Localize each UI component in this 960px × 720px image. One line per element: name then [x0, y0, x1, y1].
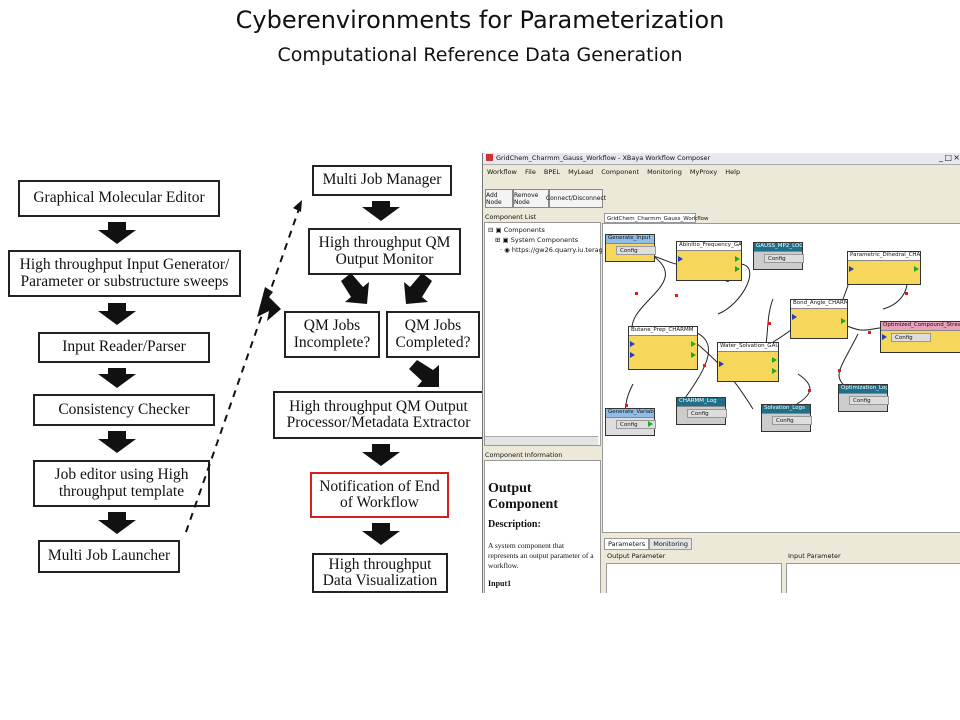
- box-multi-job-manager: Multi Job Manager: [312, 165, 452, 196]
- output-port-icon: [691, 341, 696, 347]
- info-heading: Output Component: [488, 481, 559, 512]
- remove-node-button[interactable]: Remove Node: [513, 189, 549, 208]
- input-parameter-label: Input Parameter: [788, 552, 841, 560]
- menu-component[interactable]: Component: [601, 168, 639, 176]
- node-water-solvation[interactable]: Water_Solvation_GAUSS: [717, 342, 779, 382]
- node-optimized-compound[interactable]: Optimized_Compound_StreamFileConfig: [880, 321, 960, 353]
- arrow-completed-to-processor: [409, 360, 439, 387]
- input-port-icon: [630, 341, 635, 347]
- input-port-icon: [792, 314, 797, 320]
- input-port-icon: [678, 256, 683, 262]
- box-input-reader: Input Reader/Parser: [38, 332, 210, 363]
- tab-monitoring[interactable]: Monitoring: [649, 538, 692, 550]
- menu-myproxy[interactable]: MyProxy: [689, 168, 718, 176]
- arrow-down-6: [362, 201, 400, 221]
- box-output-processor: High throughput QM Output Processor/Meta…: [273, 391, 484, 439]
- arrow-down-8: [362, 523, 400, 545]
- menu-bpel[interactable]: BPEL: [543, 168, 561, 176]
- arrow-down-3: [98, 368, 136, 388]
- box-job-editor: Job editor using High throughput templat…: [33, 460, 210, 507]
- window-title: GridChem_Charmm_Gauss_Workflow - XBaya W…: [496, 154, 711, 162]
- slide-subtitle: Computational Reference Data Generation: [277, 44, 683, 66]
- node-generate-variables[interactable]: Generate_VariablesConfig: [605, 408, 656, 436]
- connect-disconnect-button[interactable]: Connect/Disconnect: [546, 189, 606, 208]
- flow-arrows: [98, 200, 439, 545]
- output-port-icon: [691, 352, 696, 358]
- tab-parameters[interactable]: Parameters: [604, 538, 650, 550]
- dashed-connector: [185, 205, 301, 533]
- xbaya-window: GridChem_Charmm_Gauss_Workflow - XBaya W…: [482, 153, 960, 593]
- add-node-button[interactable]: Add Node: [485, 189, 513, 208]
- minimize-icon[interactable]: _: [939, 153, 943, 162]
- output-port-icon: [735, 256, 740, 262]
- box-output-monitor: High throughput QM Output Monitor: [308, 228, 461, 275]
- arrow-down-2: [98, 303, 136, 325]
- app-icon: [486, 154, 493, 161]
- menu-workflow[interactable]: Workflow: [487, 168, 517, 176]
- menu-mylead[interactable]: MyLead: [568, 168, 594, 176]
- window-titlebar: GridChem_Charmm_Gauss_Workflow - XBaya W…: [483, 153, 960, 165]
- box-input-generator: High throughput Input Generator/ Paramet…: [8, 250, 241, 297]
- box-jobs-incomplete: QM Jobs Incomplete?: [284, 311, 380, 358]
- box-data-visualization: High throughput Data Visualization: [312, 553, 448, 593]
- output-port-icon: [914, 266, 919, 272]
- box-consistency-checker: Consistency Checker: [33, 394, 215, 426]
- arrow-down-7: [362, 444, 400, 466]
- tree-system-components[interactable]: ⊞ ▣ System Components: [495, 236, 579, 244]
- arrow-incomplete-loop: [257, 287, 281, 321]
- menu-monitoring[interactable]: Monitoring: [647, 168, 682, 176]
- horizontal-scrollbar[interactable]: [485, 436, 598, 445]
- output-port-icon: [841, 318, 846, 324]
- component-info-label: Component Information: [485, 451, 563, 459]
- menu-help[interactable]: Help: [725, 168, 741, 176]
- component-tree-panel: ⊟ ▣ Components ⊞ ▣ System Components · ◉…: [484, 222, 633, 446]
- output-port-icon: [772, 368, 777, 374]
- tree-gateway[interactable]: · ◉ https://gw26.quarry.iu.teragrid.org:…: [500, 246, 633, 254]
- bottom-tab-bar: Parameters Monitoring: [604, 538, 692, 550]
- output-port-icon: [772, 357, 777, 363]
- slide-title: Cyberenvironments for Parameterization: [235, 6, 725, 34]
- component-info-panel: Output Component Description: A system c…: [484, 460, 601, 593]
- node-parametric-dihedral[interactable]: Parametric_Dihedral_CHARMM: [847, 251, 921, 285]
- info-input: Input1: [488, 579, 512, 588]
- arrow-down-4: [98, 431, 136, 453]
- input-port-icon: [719, 361, 724, 367]
- output-parameter-label: Output Parameter: [607, 552, 666, 560]
- box-notification-end: Notification of End of Workflow: [310, 472, 449, 518]
- input-parameter-panel[interactable]: [786, 563, 960, 593]
- tree-root[interactable]: ⊟ ▣ Components: [488, 226, 545, 234]
- info-description-label: Description:: [488, 519, 541, 530]
- arrow-down-5: [98, 512, 136, 534]
- node-abinitio-frequency[interactable]: Abinitio_Frequency_GAUSS: [676, 241, 742, 281]
- box-jobs-completed: QM Jobs Completed?: [386, 311, 480, 358]
- component-list-label: Component List: [485, 213, 537, 221]
- input-port-icon: [630, 352, 635, 358]
- node-butane-prep[interactable]: Butane_Prep_CHARMM: [628, 326, 698, 370]
- node-bond-angle[interactable]: Bond_Angle_CHARMM: [790, 299, 848, 339]
- maximize-icon[interactable]: □: [944, 153, 952, 162]
- output-port-icon: [648, 421, 653, 427]
- close-icon[interactable]: ×: [953, 153, 960, 162]
- tab-workflow-canvas[interactable]: GridChem_Charmm_Gauss_Workflow: [604, 213, 709, 223]
- output-parameter-panel[interactable]: [606, 563, 782, 593]
- arrow-to-incomplete: [341, 273, 369, 304]
- box-multi-job-launcher: Multi Job Launcher: [38, 540, 180, 573]
- box-graphical-editor: Graphical Molecular Editor: [18, 180, 220, 217]
- input-port-icon: [882, 334, 887, 340]
- info-text: A system component that represents an ou…: [488, 541, 594, 570]
- arrow-to-completed: [404, 273, 432, 304]
- arrow-down-1: [98, 222, 136, 244]
- menu-file[interactable]: File: [524, 168, 536, 176]
- input-port-icon: [849, 266, 854, 272]
- output-port-icon: [735, 266, 740, 272]
- menu-bar: Workflow File BPEL MyLead Component Moni…: [483, 168, 742, 180]
